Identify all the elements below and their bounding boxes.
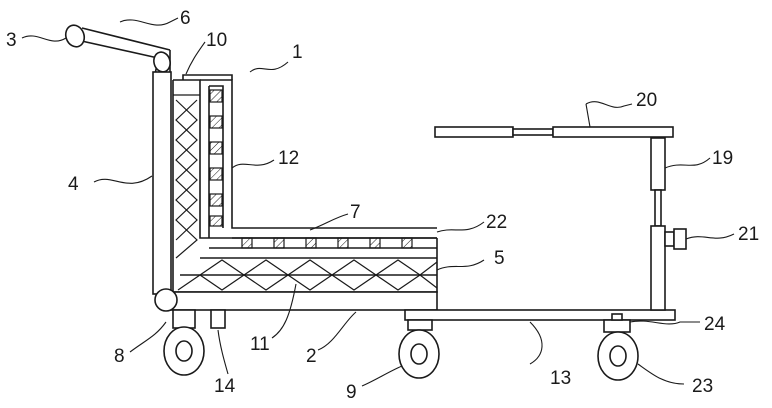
label-7: 7 [350, 202, 361, 223]
label-22: 22 [486, 212, 507, 233]
pivot-joint [155, 289, 177, 311]
middle-wheel [399, 320, 439, 378]
handle-bar [63, 23, 173, 76]
label-14: 14 [214, 376, 236, 397]
adjust-knob [665, 232, 674, 246]
tray-post [651, 138, 686, 310]
front-wheel [598, 314, 638, 380]
label-8: 8 [114, 346, 125, 367]
extension-beam [405, 310, 675, 320]
label-20: 20 [636, 90, 657, 111]
label-19: 19 [712, 148, 733, 169]
push-post [153, 72, 171, 294]
label-9: 9 [346, 382, 357, 403]
rear-wheel [164, 310, 204, 375]
label-6: 6 [180, 8, 191, 29]
base-plate [155, 289, 437, 311]
label-5: 5 [494, 248, 505, 269]
label-4: 4 [68, 174, 79, 195]
label-3: 3 [6, 30, 17, 51]
brake-block [211, 310, 225, 328]
label-2: 2 [306, 346, 317, 367]
label-1: 1 [292, 42, 303, 63]
label-10: 10 [206, 30, 227, 51]
label-24: 24 [704, 314, 726, 335]
handle-end-cap [63, 23, 87, 50]
label-12: 12 [278, 148, 299, 169]
body-frame [173, 75, 437, 292]
label-23: 23 [692, 376, 713, 397]
label-21: 21 [738, 224, 759, 245]
label-11: 11 [250, 334, 270, 355]
label-13: 13 [550, 368, 571, 389]
top-tray [435, 127, 673, 137]
